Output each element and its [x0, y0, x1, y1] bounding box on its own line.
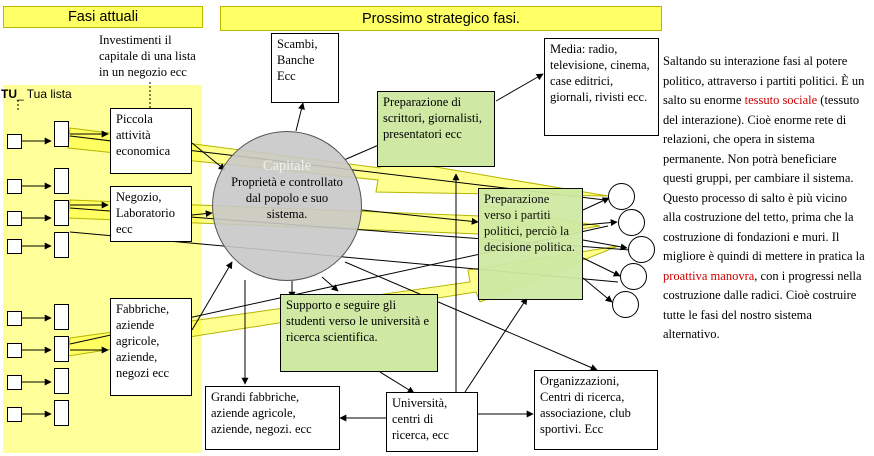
side-text-part-1: Saltando su interazione fasi al potere p… [663, 54, 865, 107]
side-text-highlight-1: tessuto sociale [744, 93, 818, 107]
box-negozio-laboratorio: Negozio, Laboratorio ecc [110, 186, 192, 242]
list-rect-3 [54, 200, 69, 226]
box-media: Media: radio, televisione, cinema, case … [544, 38, 659, 136]
tu-list-label: TU_ Tua lista [1, 86, 72, 102]
list-rect-2 [54, 168, 69, 194]
capitale-circle: Capitale Proprietà e controllato dal pop… [212, 131, 362, 281]
list-square-3 [7, 211, 22, 226]
investment-note: Investimenti il capitale di una lista in… [99, 33, 196, 79]
target-circle-5 [612, 291, 639, 318]
box-organizzazioni: Organizzazioni, Centri di ricerca, assoc… [534, 370, 658, 450]
header-next-phases: Prossimo strategico fasi. [220, 6, 662, 31]
box-piccola-attivita: Piccola attività economica [110, 108, 192, 174]
list-square-8 [7, 407, 22, 422]
list-rect-5 [54, 304, 69, 330]
list-rect-1 [54, 121, 69, 147]
list-rect-6 [54, 336, 69, 362]
box-preparazione-politici: Preparazione verso i partiti politici, p… [478, 188, 583, 300]
header-current-phases: Fasi attuali [3, 6, 203, 28]
list-square-4 [7, 239, 22, 254]
list-rect-7 [54, 368, 69, 394]
target-circle-2 [618, 209, 645, 236]
list-rect-4 [54, 232, 69, 258]
list-rect-8 [54, 400, 69, 426]
target-circle-3 [628, 236, 655, 263]
capitale-subtitle: Proprietà e controllato dal popolo e suo… [231, 175, 343, 221]
list-square-1 [7, 134, 22, 149]
side-text-part-2: (tessuto del interazione). Cioè enorme r… [663, 93, 865, 263]
capitale-title: Capitale [262, 158, 312, 174]
list-square-7 [7, 375, 22, 390]
list-square-6 [7, 343, 22, 358]
target-circle-4 [620, 263, 647, 290]
tu-label-rest: _ Tua lista [17, 87, 72, 101]
side-explanation: Saltando su interazione fasi al potere p… [663, 52, 868, 345]
tu-label-bold: TU [1, 87, 17, 101]
list-square-2 [7, 179, 22, 194]
side-text-highlight-2: proattiva manovra [663, 268, 755, 283]
box-preparazione-scrittori: Preparazione di scrittori, giornalisti, … [377, 91, 495, 167]
box-scambi-banche: Scambi, Banche Ecc [271, 33, 339, 103]
list-square-5 [7, 311, 22, 326]
box-grandi-fabbriche: Grandi fabbriche, aziende agricole, azie… [205, 386, 340, 450]
side-text-part-3: , con i progressi nella costruzione dall… [663, 268, 862, 342]
target-circle-1 [608, 183, 635, 210]
box-fabbriche: Fabbriche, aziende agricole, aziende, ne… [110, 298, 192, 396]
box-supporto-studenti: Supporto e seguire gli studenti verso le… [280, 294, 438, 372]
box-universita: Università, centri di ricerca, ecc [386, 392, 478, 452]
